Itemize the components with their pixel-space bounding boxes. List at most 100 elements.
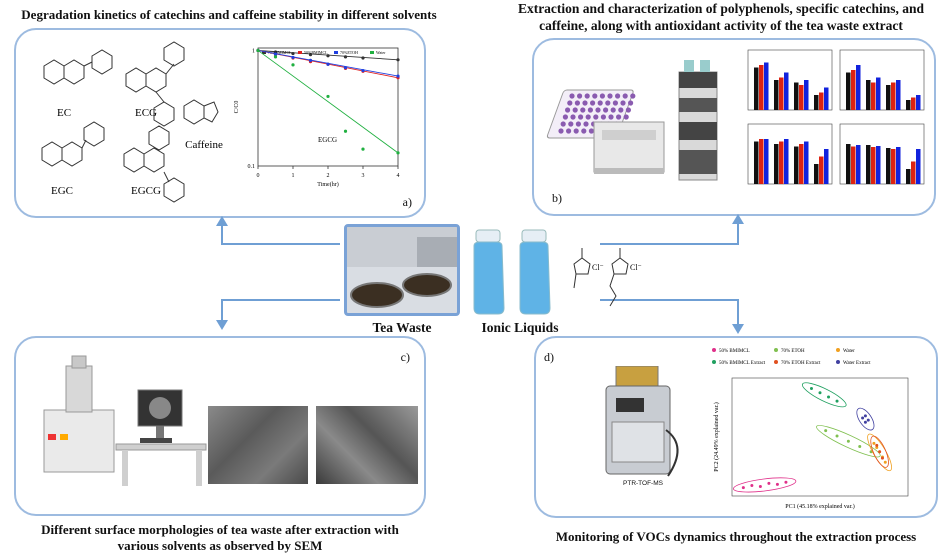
mini-bar xyxy=(896,80,901,110)
legend-marker xyxy=(712,348,716,352)
title-c: Different surface morphologies of tea wa… xyxy=(41,522,399,553)
mini-bar xyxy=(819,92,824,110)
y-axis-label: PC2 (24.49% explained var.) xyxy=(713,402,720,472)
data-point xyxy=(750,483,754,487)
mini-bar xyxy=(759,65,764,110)
molecule-structures: EC ECG Caffeine EGC EGCG xyxy=(41,41,223,203)
data-point xyxy=(361,56,365,60)
mini-bar xyxy=(856,65,861,110)
panel-label-d: d) xyxy=(544,350,554,364)
legend-swatch xyxy=(370,51,374,54)
molecule-ecg: ECG xyxy=(135,107,157,119)
sem-instrument xyxy=(43,355,207,486)
mini-bar xyxy=(916,149,921,184)
legend-label: Water xyxy=(843,349,855,354)
legend-marker xyxy=(836,348,840,352)
ionic-liquid-bottles xyxy=(473,229,551,315)
mini-bar xyxy=(846,72,851,110)
data-point xyxy=(878,450,882,454)
legend-marker xyxy=(774,348,778,352)
mini-bar xyxy=(824,149,829,184)
legend-marker xyxy=(836,360,840,364)
mini-bar xyxy=(774,144,779,184)
legend-label: Water xyxy=(376,50,386,55)
panel-label-c: c) xyxy=(400,350,410,364)
panel-b: b) xyxy=(532,38,936,216)
x-tick-label: 4 xyxy=(397,173,400,179)
confidence-ellipse xyxy=(816,425,881,458)
data-point xyxy=(827,395,831,399)
tea-waste-photo xyxy=(344,224,460,316)
mini-bar xyxy=(819,156,824,184)
mini-bar xyxy=(851,146,856,184)
mini-bar xyxy=(846,144,851,184)
y-axis-label: C/C0 xyxy=(234,101,240,114)
data-point xyxy=(343,129,348,133)
data-point xyxy=(875,443,879,447)
data-point xyxy=(775,482,779,486)
data-point xyxy=(361,147,365,151)
mini-bar xyxy=(906,169,911,184)
legend-label: 70% ETOH xyxy=(781,349,805,354)
plot-frame xyxy=(731,377,909,497)
mini-bar xyxy=(876,146,881,184)
data-point xyxy=(273,52,278,56)
mini-bar xyxy=(906,100,911,110)
legend-marker xyxy=(712,360,716,364)
series-line xyxy=(257,50,399,154)
title-a: Degradation kinetics of catechins and ca… xyxy=(21,7,437,22)
data-point xyxy=(866,418,870,422)
title-b: Extraction and characterization of polyp… xyxy=(517,1,925,33)
mini-bar xyxy=(804,80,809,110)
mini-bar xyxy=(851,70,856,110)
x-axis-label: Time(hr) xyxy=(317,181,338,188)
mini-bar xyxy=(764,62,769,110)
confidence-ellipse xyxy=(856,407,875,431)
data-point xyxy=(835,434,839,438)
hplc-instrument-icon xyxy=(678,60,718,181)
molecule-ec: EC xyxy=(57,107,71,119)
data-point xyxy=(361,68,365,73)
panel-c: c) xyxy=(14,336,426,516)
legend-swatch xyxy=(334,51,338,54)
mini-bar xyxy=(759,139,764,184)
confidence-ellipse xyxy=(870,435,889,468)
legend-swatch xyxy=(298,51,302,54)
data-point xyxy=(883,460,887,464)
ptr-tof-ms-label: PTR-TOF-MS xyxy=(623,480,663,487)
data-point xyxy=(326,62,330,66)
mini-bar xyxy=(866,80,871,110)
tea-waste-label: Tea Waste xyxy=(372,320,432,335)
data-point xyxy=(818,391,822,395)
data-point xyxy=(291,51,295,56)
mini-bar xyxy=(779,141,784,184)
mini-bar xyxy=(871,147,876,184)
sem-image-2 xyxy=(316,406,418,484)
confidence-ellipse xyxy=(801,382,847,408)
mini-bar xyxy=(794,146,799,184)
mini-bar xyxy=(891,82,896,110)
plate-reader-icon xyxy=(593,121,665,174)
mini-bar xyxy=(784,72,789,110)
data-point xyxy=(824,429,828,433)
data-point xyxy=(308,58,313,63)
x-axis-label: PC1 (45.18% explained var.) xyxy=(785,503,855,510)
sem-microscope-icon xyxy=(43,355,115,473)
mini-bar xyxy=(886,85,891,110)
ionic-liquids-label: Ionic Liquids xyxy=(481,320,559,335)
mini-bar xyxy=(774,80,779,110)
data-point xyxy=(291,55,295,60)
mini-bar xyxy=(784,139,789,184)
computer-desk-icon xyxy=(115,389,207,486)
panel-label-b: b) xyxy=(552,191,562,205)
data-point xyxy=(767,481,771,485)
data-point xyxy=(861,416,865,420)
mini-bar xyxy=(794,82,799,110)
data-point xyxy=(273,55,278,59)
mini-bar xyxy=(799,85,804,110)
mini-bar xyxy=(754,141,759,184)
legend-label: 70%ETOH xyxy=(340,50,358,55)
data-point xyxy=(872,441,876,445)
